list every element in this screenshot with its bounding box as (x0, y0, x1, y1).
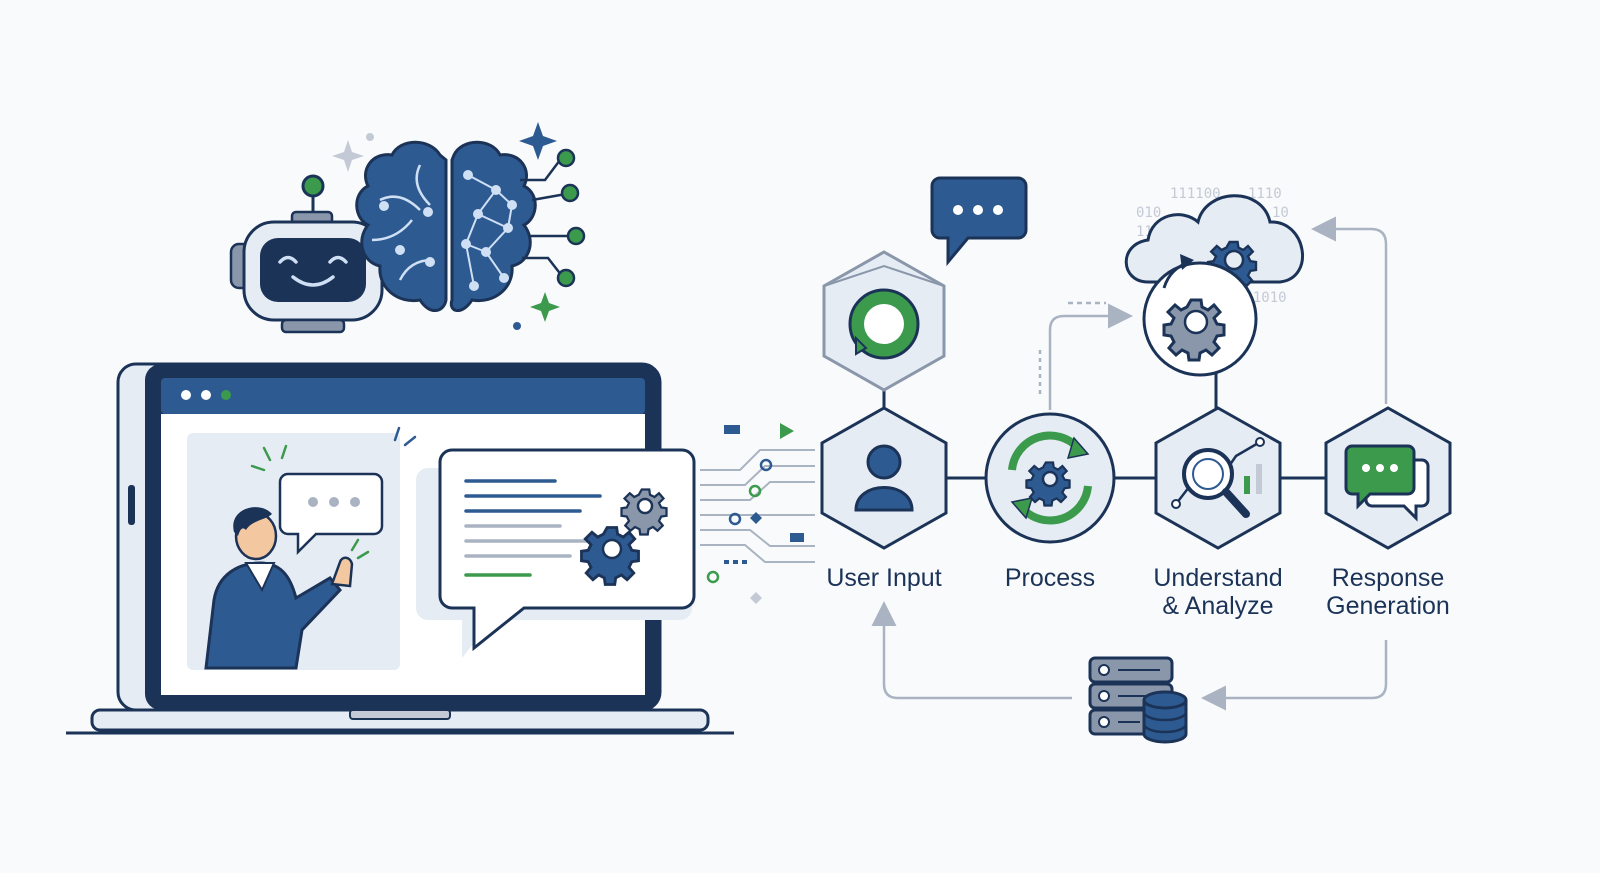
data-stream-lines (700, 449, 815, 563)
step-label-response: Response (1332, 564, 1445, 592)
chat-cube-icon (822, 250, 946, 392)
cloud-processing-icon: 111100 1110 010 10 11 10 001010 (1124, 186, 1304, 377)
step-process: Process (984, 412, 1116, 592)
step-label-process: Process (1005, 564, 1095, 592)
svg-text:10: 10 (1272, 205, 1289, 221)
step-label-user-input: User Input (826, 564, 941, 592)
step-user-input: User Input (820, 406, 948, 592)
step-connectors (882, 372, 1326, 480)
data-particles (706, 423, 804, 604)
step-label-understand: Understand (1153, 564, 1282, 592)
brain-icon (355, 140, 586, 312)
typing-bubble-icon (930, 176, 1028, 267)
robot-icon (229, 174, 384, 334)
user-icon (854, 444, 914, 512)
sparkle-icons (332, 122, 560, 330)
step-understand-analyze: Understand & Analyze (1153, 406, 1283, 620)
database-server-icon (1088, 656, 1188, 744)
feedback-loop-arrows (871, 216, 1388, 711)
analyze-icon (1171, 437, 1265, 518)
document-bubble-icon (416, 448, 696, 658)
presenter-illustration (187, 426, 417, 670)
response-chat-icon (1344, 444, 1430, 522)
svg-text:1110: 1110 (1248, 186, 1282, 202)
step-label-analyze: & Analyze (1162, 592, 1273, 620)
svg-text:111100: 111100 (1170, 186, 1221, 202)
step-response-generation: Response Generation (1324, 406, 1452, 620)
step-label-generation: Generation (1326, 592, 1450, 620)
svg-text:010: 010 (1136, 205, 1161, 221)
